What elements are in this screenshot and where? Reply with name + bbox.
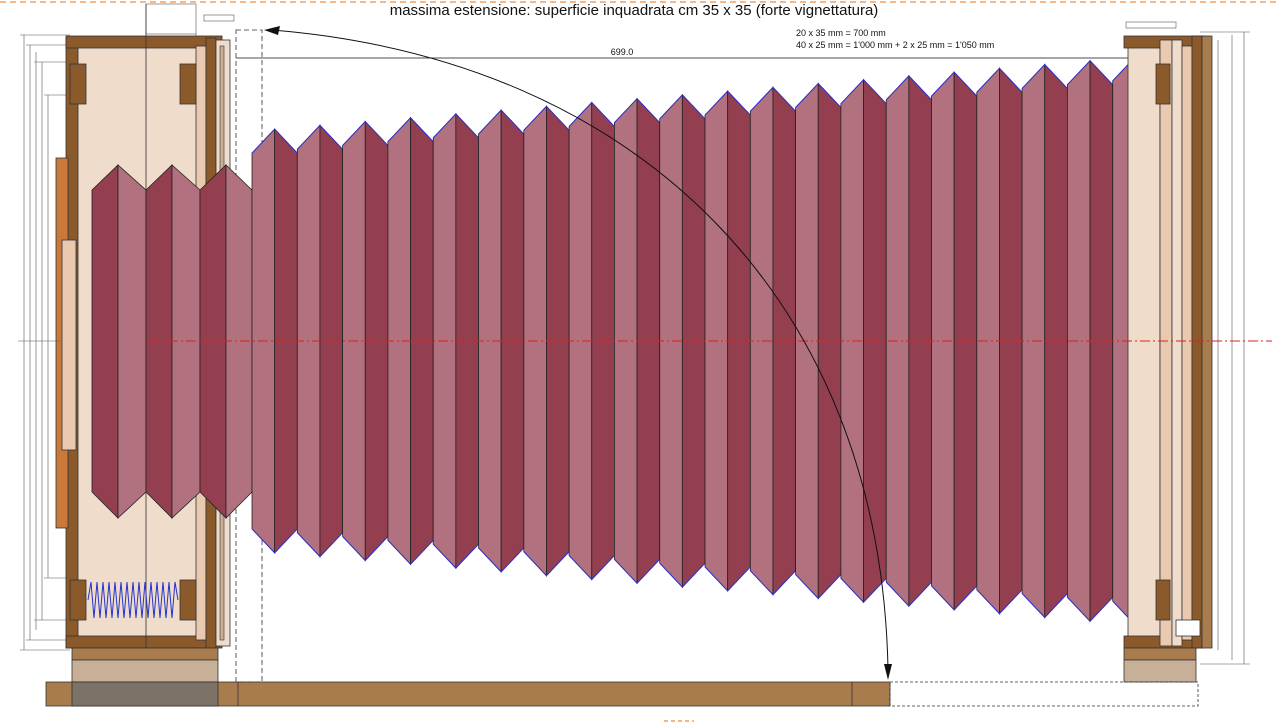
bellows <box>91 55 1159 627</box>
rear-standard <box>1123 35 1213 649</box>
rail-extension-dashed <box>889 681 1199 707</box>
bellows-pleat-edge-bottom <box>885 581 932 607</box>
bellows-front-pleat <box>117 164 147 519</box>
bellows-front-pleat <box>91 164 119 519</box>
bellows-pleat-edge-bottom <box>523 551 570 577</box>
bellows-pleat-edge-bottom <box>387 539 434 566</box>
bellows-pleat-edge-top <box>749 86 796 112</box>
bellows-pleat-edge-bottom <box>1021 593 1068 619</box>
bellows-pleat-edge-bottom <box>342 536 389 562</box>
bellows-pleat-edge-bottom <box>976 589 1023 615</box>
bellows-pleat-edge-bottom <box>568 555 615 581</box>
bellows-pleat-edge-bottom <box>478 547 525 573</box>
bellows-pleat-edge-top <box>885 75 932 101</box>
bellows-pleat-edge-top <box>795 82 842 108</box>
drawing-title: massima estensione: superficie inquadrat… <box>390 2 879 19</box>
base-rail <box>45 647 1199 707</box>
bellows-pleat-edge-bottom <box>795 574 842 600</box>
bellows-pleat-edge-bottom <box>704 566 751 592</box>
bellows-pleat-edge-top <box>704 90 751 116</box>
bellows-pleat-edge-top <box>931 71 978 97</box>
base-block <box>71 659 219 683</box>
bellows-pleat-edge-bottom <box>296 532 343 558</box>
bellows-pleat-edge-top <box>387 116 434 143</box>
bellows-pleat-edge-top <box>568 101 615 127</box>
bellows-pleat-edge-bottom <box>931 585 978 611</box>
length-dimension: 699.0 <box>236 47 1166 59</box>
spring-coil <box>87 581 179 619</box>
bellows-pleat-edge-top <box>614 97 661 124</box>
bellows-pleat-edge-top <box>523 105 570 131</box>
bellows-pleat-edge-top <box>251 128 298 154</box>
bellows-pleat-edge-bottom <box>251 528 298 554</box>
bellows-pleat-edge-top <box>342 120 389 146</box>
bellows-pleat-edge-top <box>659 94 706 120</box>
length-dimension-label: 699.0 <box>611 47 634 57</box>
rotation-arc-arrow <box>264 26 892 680</box>
bellows-pleat-edge-top <box>296 124 343 150</box>
bellows-pleat-edge-bottom <box>432 543 479 569</box>
bellows-pleat-edge-bottom <box>614 558 661 585</box>
bellows-pleat-edge-top <box>976 67 1023 93</box>
bellows-pleat-edge-bottom <box>749 570 796 596</box>
rear-standard-panel <box>1127 45 1161 641</box>
bellows-pleat-edge-top <box>1067 59 1114 86</box>
bellows-pleat-edge-bottom <box>659 562 706 588</box>
bellows-pleat-edge-top <box>432 113 479 139</box>
bellows-pleat-edge-bottom <box>840 577 887 604</box>
right-dimension-lines <box>1200 31 1250 665</box>
bellows-pleat-edge-top <box>1021 63 1068 89</box>
note-line-2: 40 x 25 mm = 1'000 mm + 2 x 25 mm = 1'05… <box>796 40 994 50</box>
bellows-pleat-edge-top <box>478 109 525 135</box>
bellows-pleat-edge-bottom <box>1067 596 1114 623</box>
note-line-1: 20 x 35 mm = 700 mm <box>796 28 886 38</box>
bellows-pleat-edge-top <box>840 78 887 105</box>
